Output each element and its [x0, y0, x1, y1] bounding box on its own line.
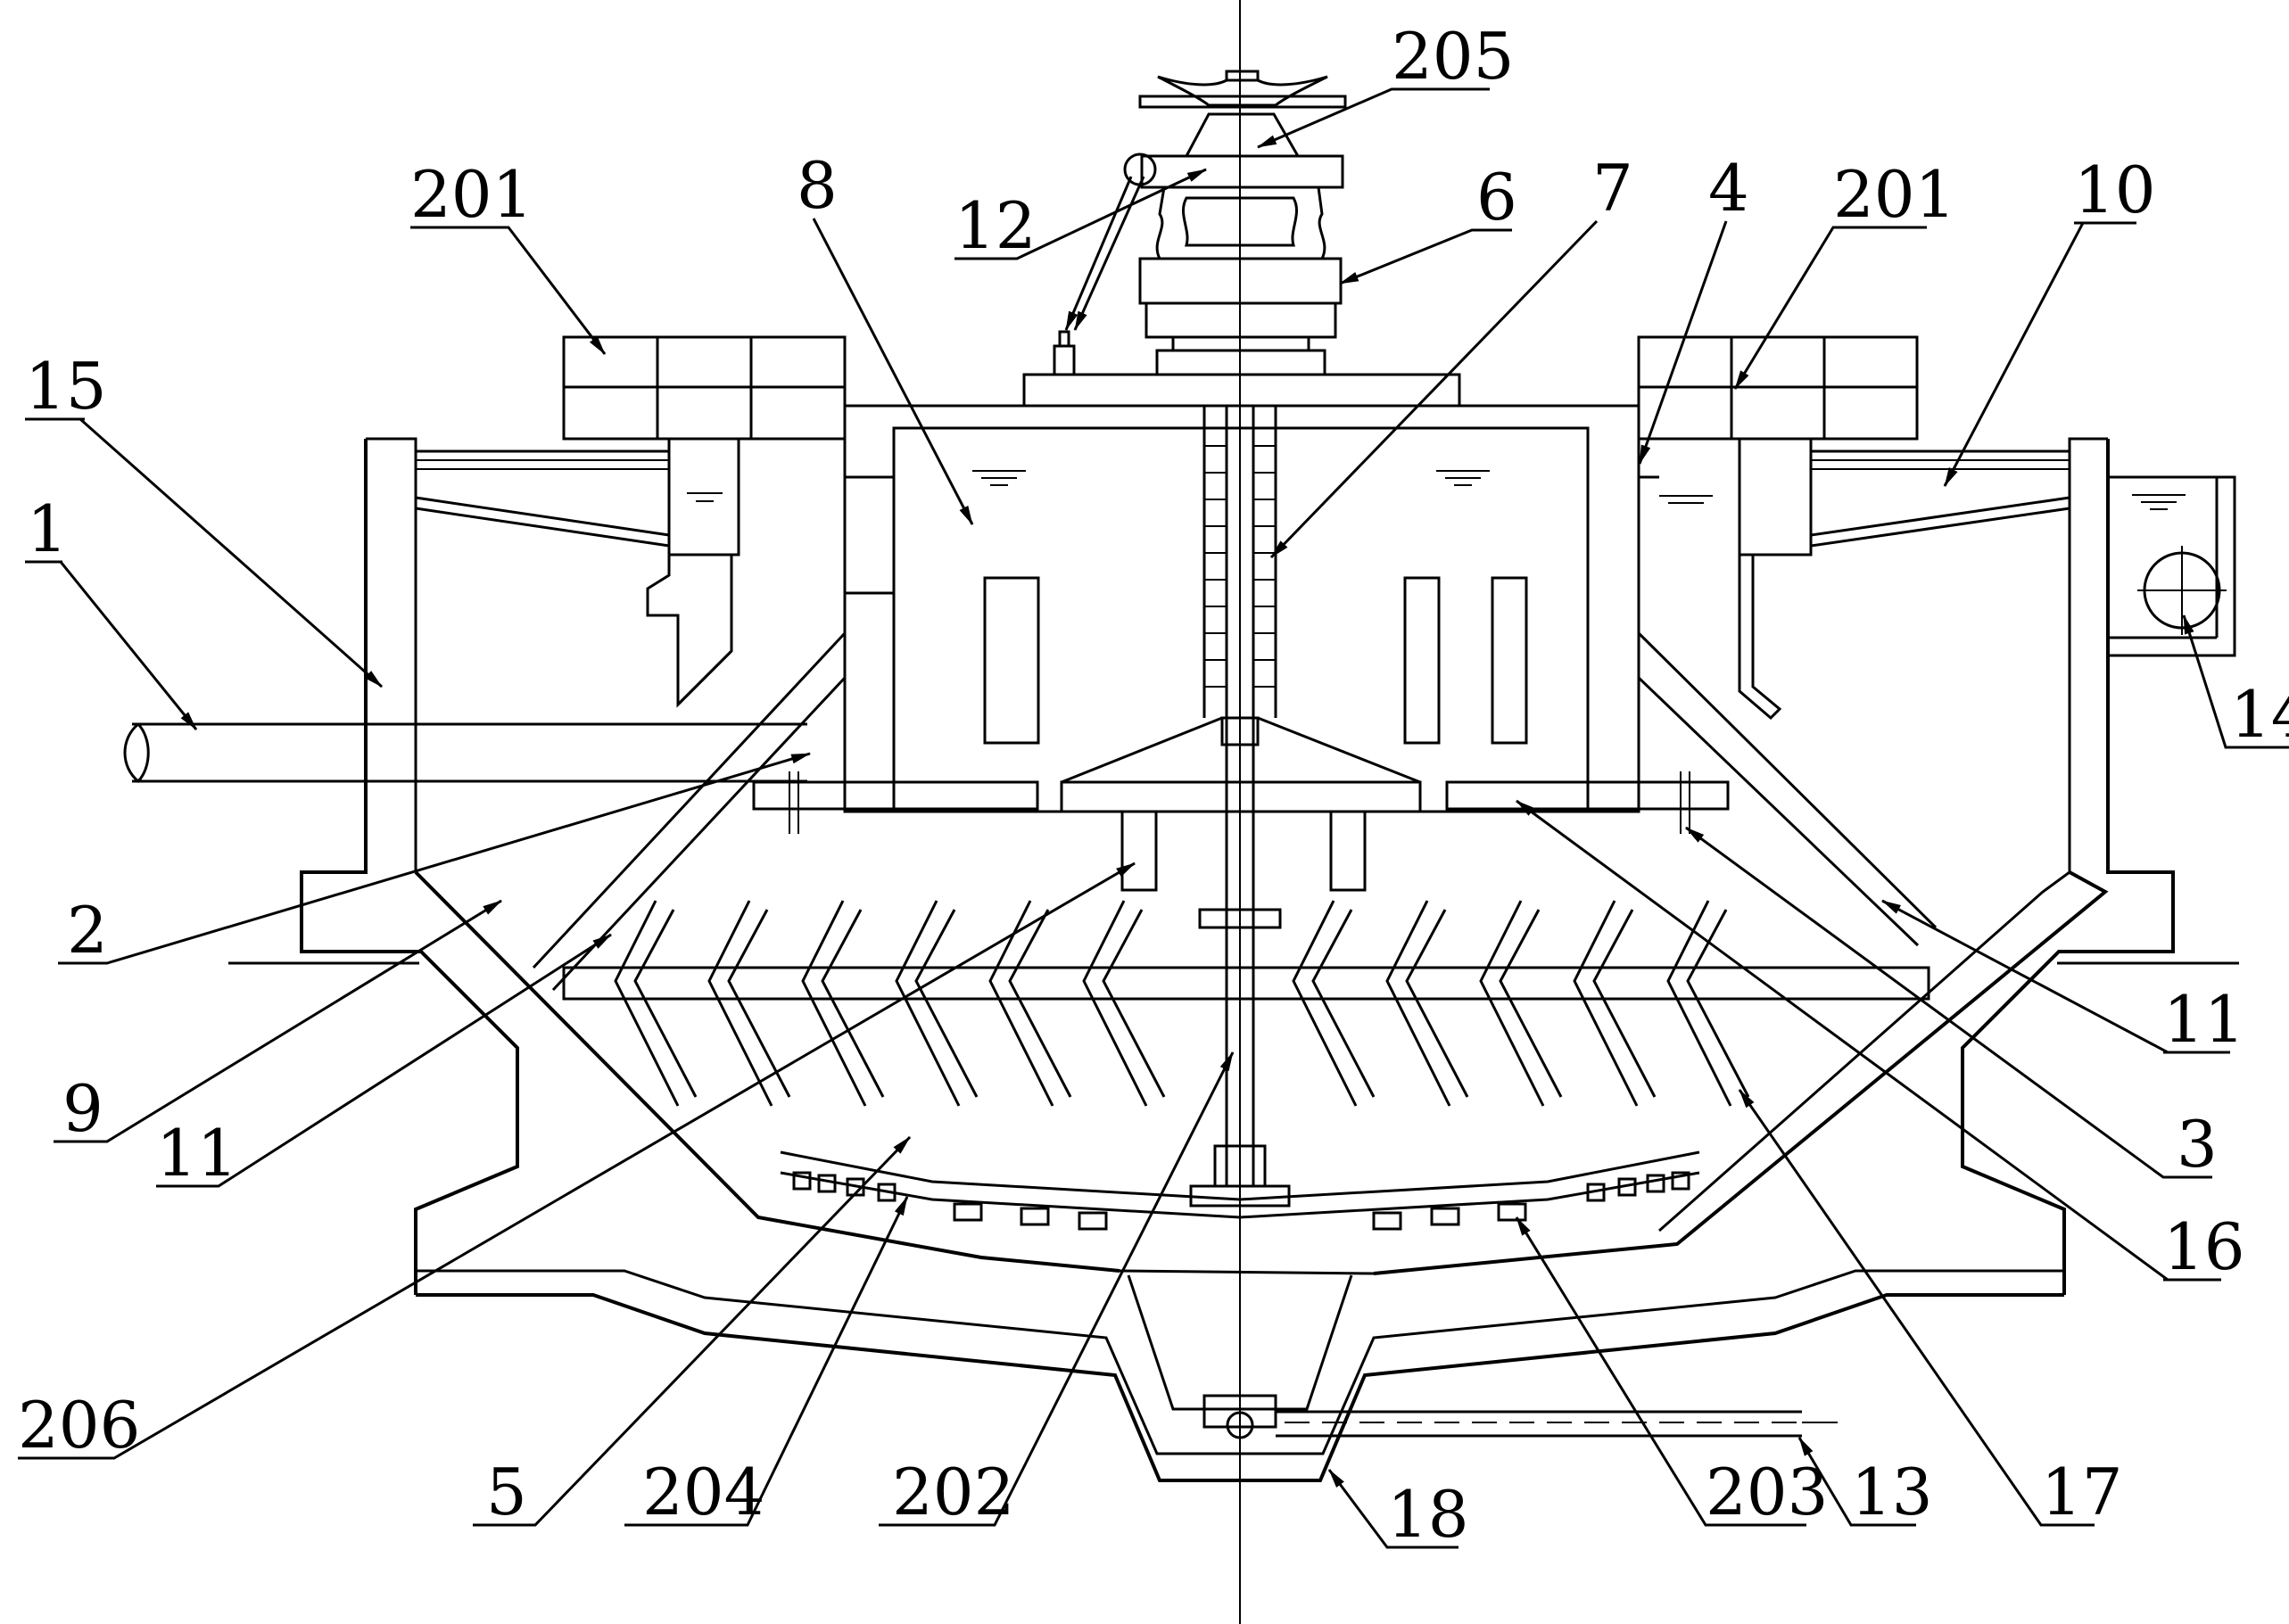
weight-block-right: [1637, 335, 1919, 441]
leader-lines: [18, 87, 2289, 1549]
label-15: 15: [25, 349, 107, 424]
label-202: 202: [892, 1455, 1014, 1529]
label-10: 10: [2074, 153, 2156, 227]
label-11-left: 11: [156, 1116, 238, 1191]
clarifier-zone-right: [1738, 437, 2070, 721]
label-11-right: 11: [2163, 982, 2245, 1057]
label-7: 7: [1592, 151, 1633, 226]
label-5: 5: [486, 1455, 527, 1529]
label-8: 8: [797, 148, 838, 223]
label-12: 12: [954, 188, 1037, 263]
label-4: 4: [1708, 151, 1749, 226]
weight-block-left: [562, 335, 847, 441]
drive-unit: [1022, 70, 1461, 408]
clarifier-zone-left: [415, 437, 740, 708]
inner-cone: [414, 870, 2109, 1275]
label-1: 1: [27, 491, 68, 566]
label-2: 2: [67, 893, 108, 968]
label-201-left: 201: [410, 157, 533, 232]
sludge-hopper: [1127, 1274, 1838, 1439]
label-16: 16: [2163, 1209, 2245, 1284]
label-204: 204: [642, 1455, 764, 1529]
label-205: 205: [1392, 19, 1514, 94]
tank-outer-wall: [228, 437, 2239, 1482]
label-9: 9: [62, 1071, 103, 1146]
label-203: 203: [1706, 1455, 1828, 1529]
beam: [562, 966, 1930, 1001]
label-3: 3: [2177, 1107, 2218, 1182]
chevron-paddles: [614, 900, 1750, 1107]
reference-numbers: 15 1 201 8 205 12 6 7 4 201 10 14 2 9 11…: [18, 19, 2289, 1552]
inlet-pipe: [123, 722, 807, 784]
label-206: 206: [18, 1388, 140, 1463]
label-18: 18: [1387, 1477, 1469, 1552]
label-6: 6: [1476, 160, 1517, 235]
label-13: 13: [1851, 1455, 1933, 1529]
water-level-symbols: [687, 470, 2186, 510]
label-201-right: 201: [1833, 157, 1955, 232]
label-14: 14: [2230, 677, 2289, 752]
outlet-box: [2108, 475, 2236, 657]
label-17: 17: [2041, 1455, 2123, 1529]
